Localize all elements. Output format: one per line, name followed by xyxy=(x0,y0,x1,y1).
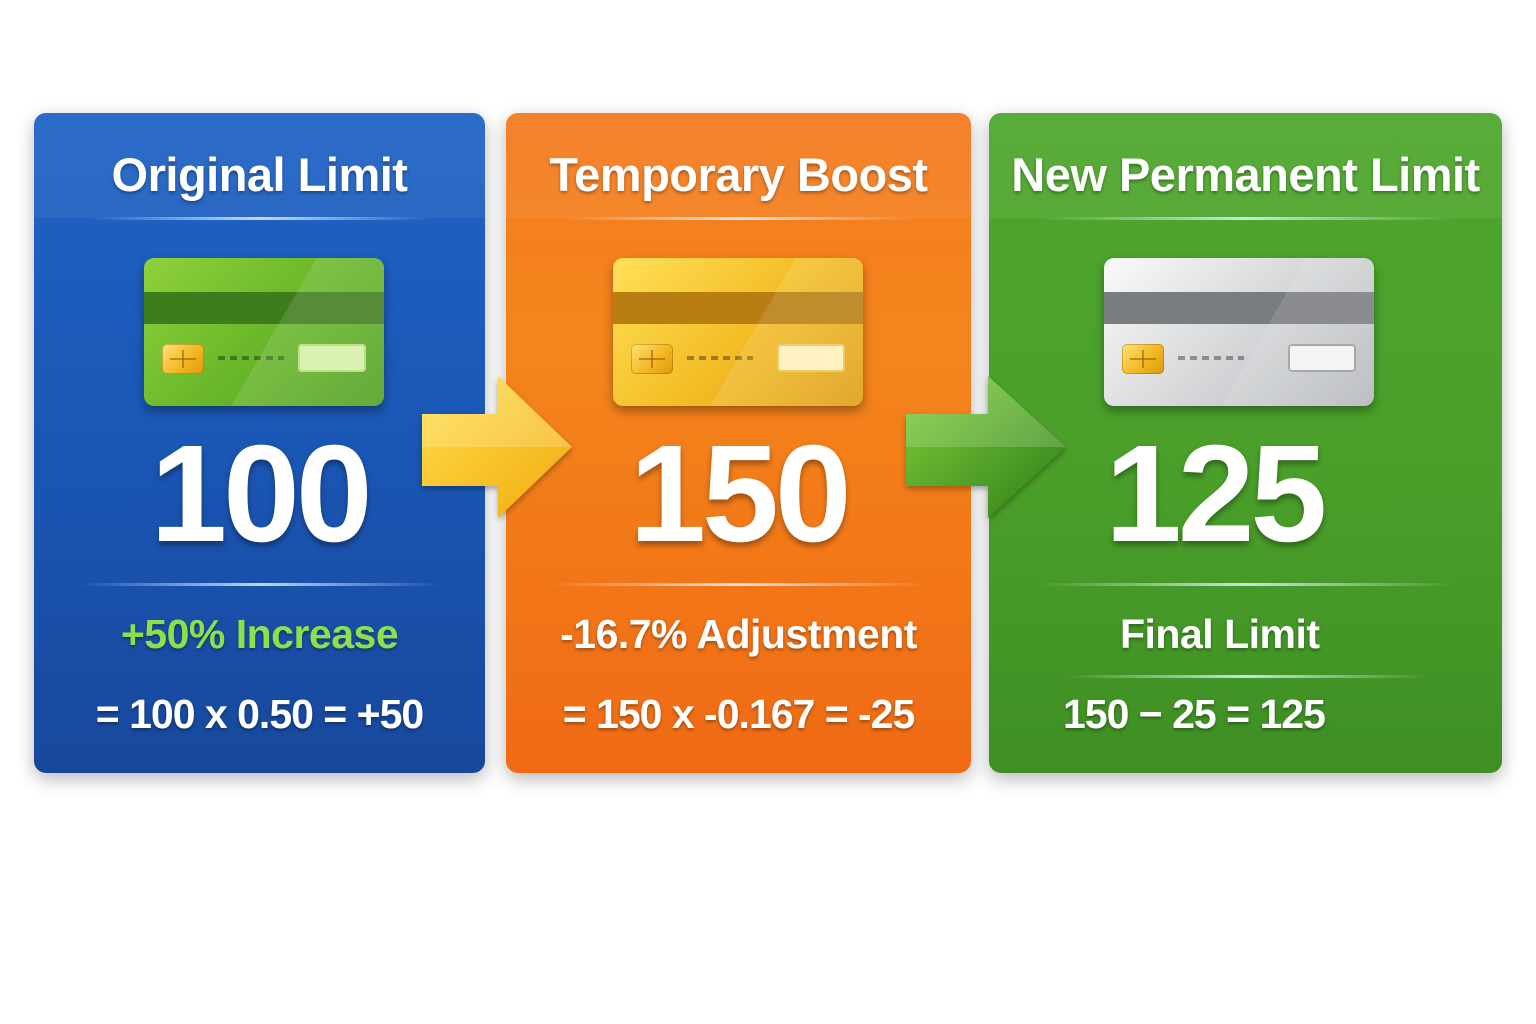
divider xyxy=(548,583,929,586)
limit-amount: 150 xyxy=(629,417,851,571)
calculation: = 100 x 0.50 = +50 xyxy=(95,691,424,737)
change-label: -16.7% Adjustment xyxy=(560,611,917,657)
green-credit-card-icon xyxy=(144,258,384,406)
gold-credit-card-icon xyxy=(613,258,863,406)
calculation: 150 − 25 = 125 xyxy=(1063,691,1326,737)
arrow-right-icon xyxy=(422,376,572,518)
limit-amount: 125 xyxy=(1105,417,1327,571)
divider xyxy=(1035,583,1456,586)
divider xyxy=(558,217,919,220)
divider xyxy=(79,583,440,586)
panel-title: New Permanent Limit xyxy=(1011,148,1480,201)
new-permanent-limit-panel: New Permanent Limit 125 Final Limit 150 … xyxy=(989,113,1502,773)
silver-credit-card-icon xyxy=(1104,258,1374,406)
divider xyxy=(1065,675,1426,678)
temporary-boost-panel: Temporary Boost 150 -16.7% Adjustment = … xyxy=(506,113,971,773)
change-label: Final Limit xyxy=(1120,611,1320,657)
panel-title: Temporary Boost xyxy=(549,148,928,201)
divider xyxy=(1035,217,1456,220)
divider xyxy=(89,217,430,220)
limit-amount: 100 xyxy=(150,417,372,571)
change-label: +50% Increase xyxy=(120,611,399,657)
arrow-right-icon xyxy=(906,376,1066,518)
calculation: = 150 x -0.167 = -25 xyxy=(562,691,916,737)
panel-title: Original Limit xyxy=(111,148,408,201)
original-limit-panel: Original Limit 100 +50% Increase = 100 x… xyxy=(34,113,485,773)
